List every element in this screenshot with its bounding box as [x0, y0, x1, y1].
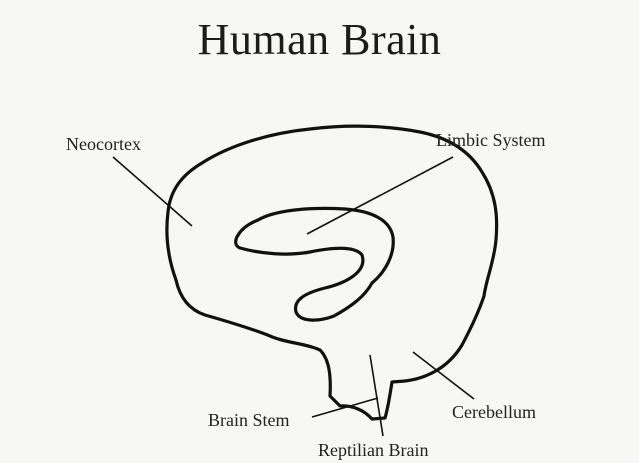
neocortex-leader-line — [113, 157, 192, 226]
cerebellum-label: Cerebellum — [452, 402, 536, 423]
cerebellum-leader-line — [413, 352, 474, 399]
reptilian-brain-leader-line — [370, 355, 383, 436]
reptilian-brain-label: Reptilian Brain — [318, 440, 428, 461]
neocortex-label: Neocortex — [66, 134, 141, 155]
limbic-system-shape — [236, 208, 394, 320]
brain-outline — [167, 126, 497, 419]
brain-stem-label: Brain Stem — [208, 410, 290, 431]
limbic-system-label: Limbic System — [436, 130, 546, 151]
limbic-system-leader-line — [307, 157, 453, 234]
